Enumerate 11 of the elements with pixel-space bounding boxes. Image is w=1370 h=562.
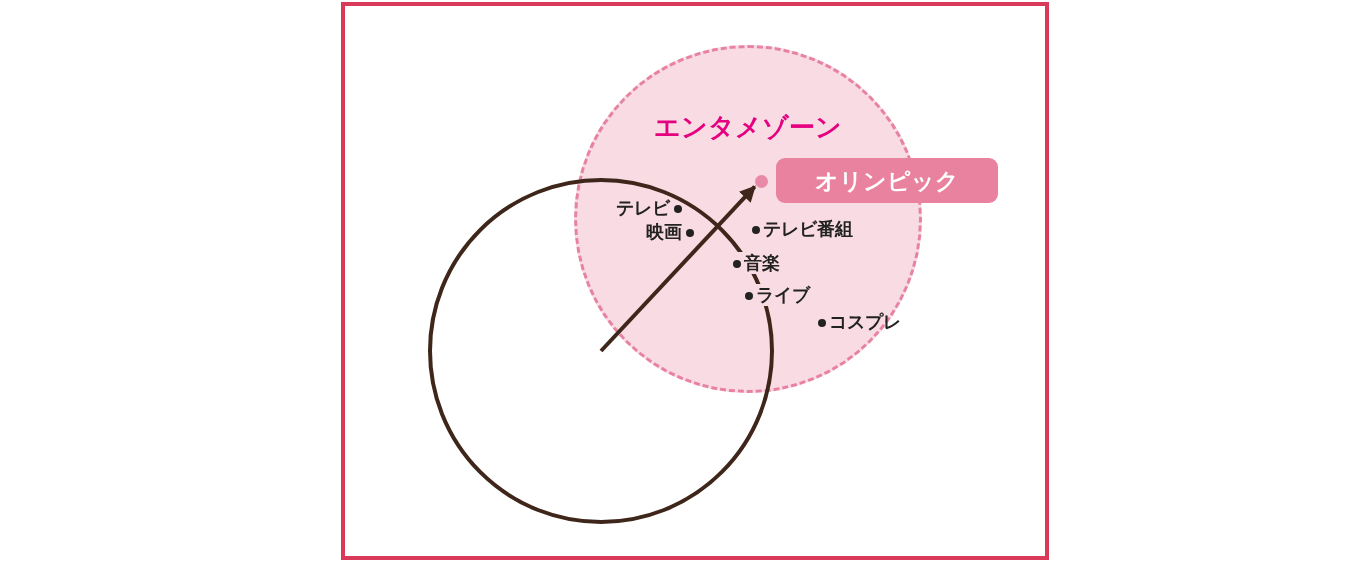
item-label: ライブ [743, 284, 812, 306]
item-label: 音楽 [731, 252, 782, 274]
tag-text: オリンピック [815, 166, 959, 195]
item-label: コスプレ [816, 311, 903, 333]
item-label: テレビ [614, 197, 684, 219]
target-dot [755, 175, 768, 188]
label-tag [776, 158, 998, 203]
zone-title: エンタメゾーン [654, 111, 842, 144]
arrow [599, 185, 757, 353]
item-label: テレビ番組 [750, 218, 855, 240]
item-label: 映画 [644, 221, 696, 243]
